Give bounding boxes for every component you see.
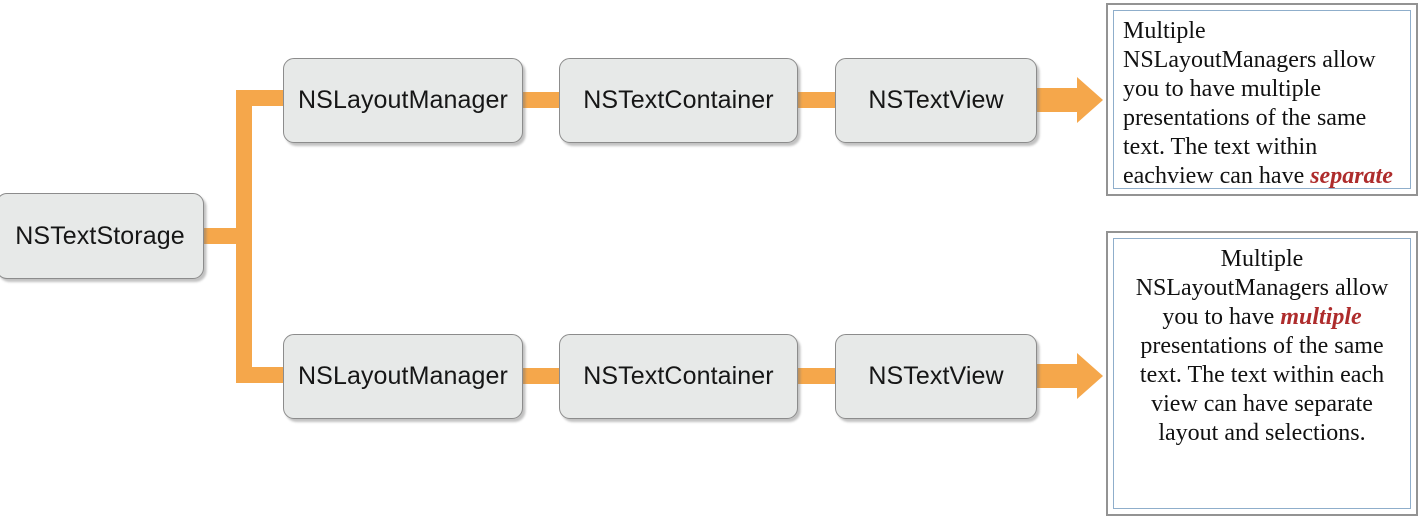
- panel-bottom-textview-presentation: Multiple NSLayoutManagers allow you to h…: [1106, 231, 1418, 516]
- panel-top-text: Multiple NSLayoutManagers allow you to h…: [1113, 10, 1411, 189]
- arrow-row2-head: [1077, 353, 1103, 399]
- connector-row2-tc-to-tv: [796, 368, 837, 384]
- node-row1-nslayoutmanager-label: NSLayoutManager: [298, 86, 508, 114]
- arrow-row1-shaft: [1035, 88, 1077, 112]
- node-nstextstorage[interactable]: NSTextStorage: [0, 193, 204, 279]
- node-row2-nstextcontainer[interactable]: NSTextContainer: [559, 334, 798, 419]
- connector-row1-lm-to-tc: [521, 92, 561, 108]
- panel-top-textview-presentation: Multiple NSLayoutManagers allow you to h…: [1106, 3, 1418, 196]
- node-row2-nstextview[interactable]: NSTextView: [835, 334, 1037, 419]
- connector-vertical-trunk: [236, 90, 252, 383]
- emphasized-word: separate: [1310, 163, 1393, 189]
- body-text-run: presentations of the same text. The text…: [1139, 333, 1385, 447]
- node-row1-nslayoutmanager[interactable]: NSLayoutManager: [283, 58, 523, 143]
- node-row2-nslayoutmanager[interactable]: NSLayoutManager: [283, 334, 523, 419]
- arrow-row1-head: [1077, 77, 1103, 123]
- node-row1-nstextcontainer-label: NSTextContainer: [583, 86, 774, 114]
- emphasized-word: multiple: [1280, 304, 1362, 331]
- connector-row1-tc-to-tv: [796, 92, 837, 108]
- connector-branch-top: [236, 90, 286, 106]
- body-text-run: Multiple NSLayoutManagers allow you to h…: [1123, 18, 1376, 189]
- connector-branch-bottom: [236, 367, 286, 383]
- connector-row2-lm-to-tc: [521, 368, 561, 384]
- node-nstextstorage-label: NSTextStorage: [15, 221, 185, 250]
- node-row2-nstextview-label: NSTextView: [868, 362, 1004, 390]
- node-row1-nstextview-label: NSTextView: [868, 86, 1004, 114]
- node-row2-nslayoutmanager-label: NSLayoutManager: [298, 362, 508, 390]
- node-row1-nstextview[interactable]: NSTextView: [835, 58, 1037, 143]
- arrow-row2-shaft: [1035, 364, 1077, 388]
- node-row1-nstextcontainer[interactable]: NSTextContainer: [559, 58, 798, 143]
- node-row2-nstextcontainer-label: NSTextContainer: [583, 362, 774, 390]
- body-text-run: Multiple NSLayoutManagers allow you to h…: [1135, 246, 1389, 331]
- connector-storage-stub: [204, 228, 238, 244]
- panel-bottom-text: Multiple NSLayoutManagers allow you to h…: [1113, 238, 1411, 509]
